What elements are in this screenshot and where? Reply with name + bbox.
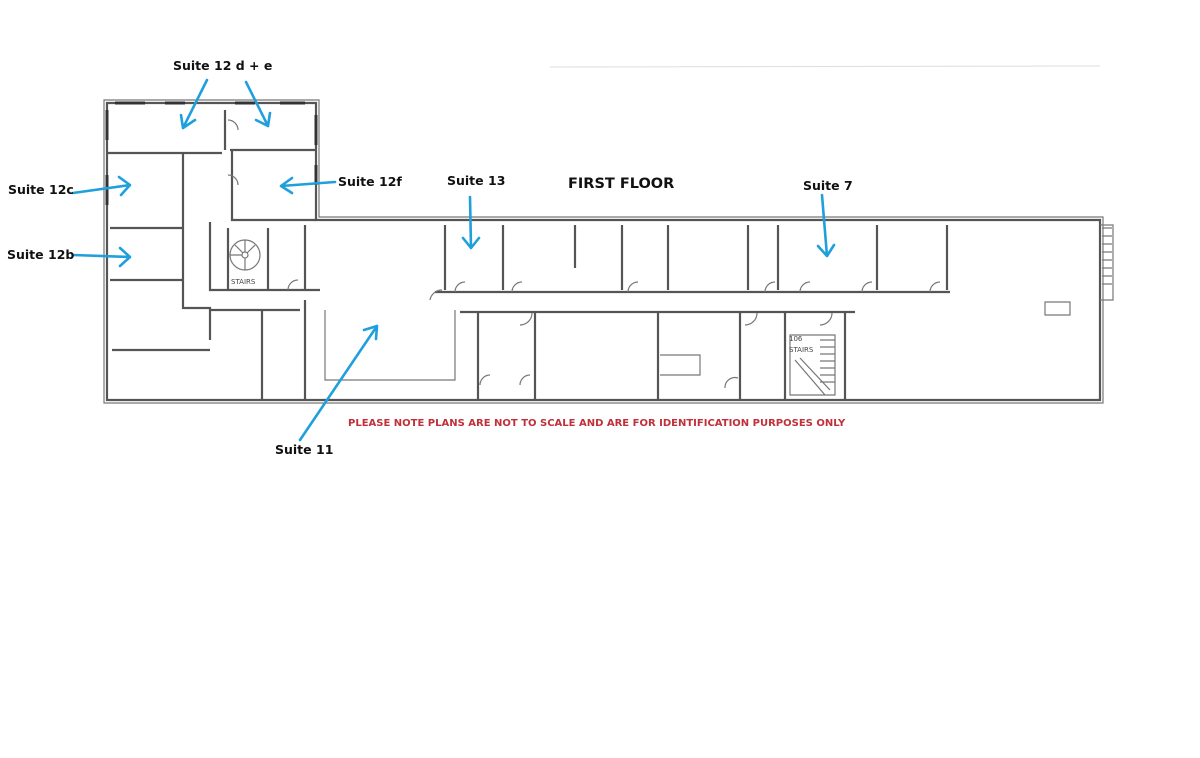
floor-title: FIRST FLOOR [568,176,675,192]
arrow-icon [71,175,132,197]
arrow-icon [179,78,209,130]
scale-disclaimer: PLEASE NOTE PLANS ARE NOT TO SCALE AND A… [348,418,846,429]
arrow-icon [244,80,272,128]
outer-walls [103,99,1114,404]
doors [227,119,941,389]
suite-arrows [71,78,836,442]
scan-line [549,65,1101,68]
suite-label-12f: Suite 12f [338,174,402,189]
arrow-icon [279,176,337,195]
window-marks [105,101,318,205]
suite-label-12c: Suite 12c [8,182,74,197]
suite-label-7: Suite 7 [803,178,853,193]
arrow-icon [461,195,481,250]
suite-label-11: Suite 11 [275,442,334,457]
interior-walls [107,110,1071,400]
suite-label-13: Suite 13 [447,173,506,188]
suite-label-12b: Suite 12b [7,247,75,262]
spiral-stairs-icon [229,239,261,271]
stairs-icon [789,227,1112,396]
stairs-label: STAIRS [231,278,256,286]
suite-label-12de: Suite 12 d + e [173,58,273,73]
arrow-icon [71,246,132,268]
arrow-icon [298,324,379,442]
stairs-number: 106 [789,335,803,343]
arrow-icon [816,193,836,258]
stairs-label: STAIRS [789,346,814,354]
